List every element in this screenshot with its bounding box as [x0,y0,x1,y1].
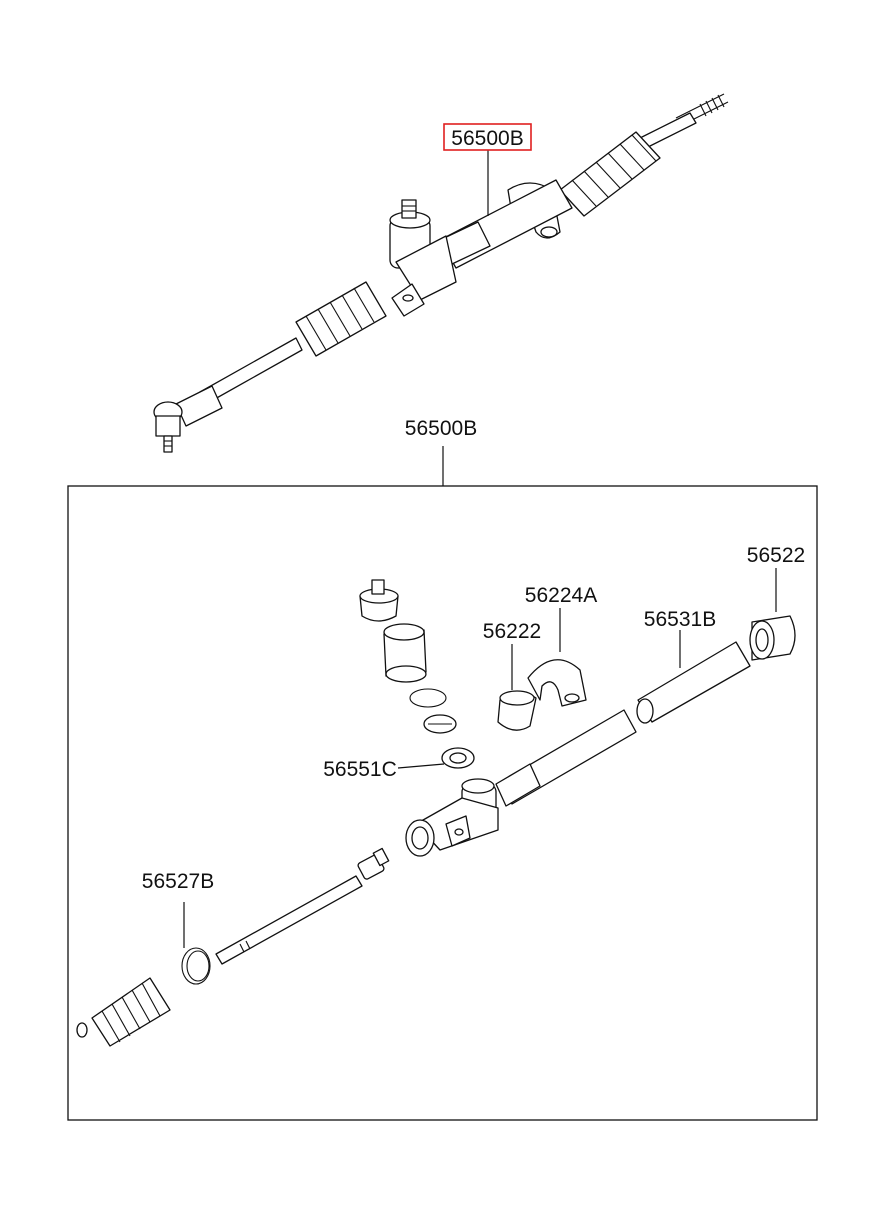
leader-56551c [397,763,445,769]
yoke-plug [423,714,457,734]
assembly-part-number[interactable]: 56500B [443,123,532,151]
rubber-mount-56222 [497,690,537,731]
sleeve-tube-56531b [636,641,751,724]
part-label-56222[interactable]: 56222 [483,620,541,643]
part-label-56522[interactable]: 56522 [747,544,805,567]
pinion-housing [389,199,457,317]
left-tie-rod-end [153,385,223,453]
bushing-56522 [749,615,796,661]
assembly-highlight-box [443,123,532,151]
part-label-56551c[interactable]: 56551C [323,758,397,781]
exploded-bellows-boot [76,977,171,1047]
gear-housing [405,709,637,857]
assembly-part-number-label: 56500B [451,127,523,150]
part-label-56224a[interactable]: 56224A [525,584,597,607]
assembled-steering-gear [153,93,729,453]
exploded-view-frame [67,485,818,1121]
band-56527b [181,947,211,985]
pinion-cap [359,579,399,622]
left-bellows-boot [295,281,387,357]
snap-ring [409,688,447,708]
inner-tie-rod [215,847,390,965]
pinion-sleeve [383,623,427,683]
part-label-56527b[interactable]: 56527B [142,870,214,893]
exploded-group-label[interactable]: 56500B [405,417,477,440]
part-label-56531b[interactable]: 56531B [644,608,716,631]
clamp-56224a [527,659,587,707]
oil-seal-56551c [441,747,475,769]
right-inner-rod [639,112,697,149]
right-bellows-boot [559,131,661,217]
